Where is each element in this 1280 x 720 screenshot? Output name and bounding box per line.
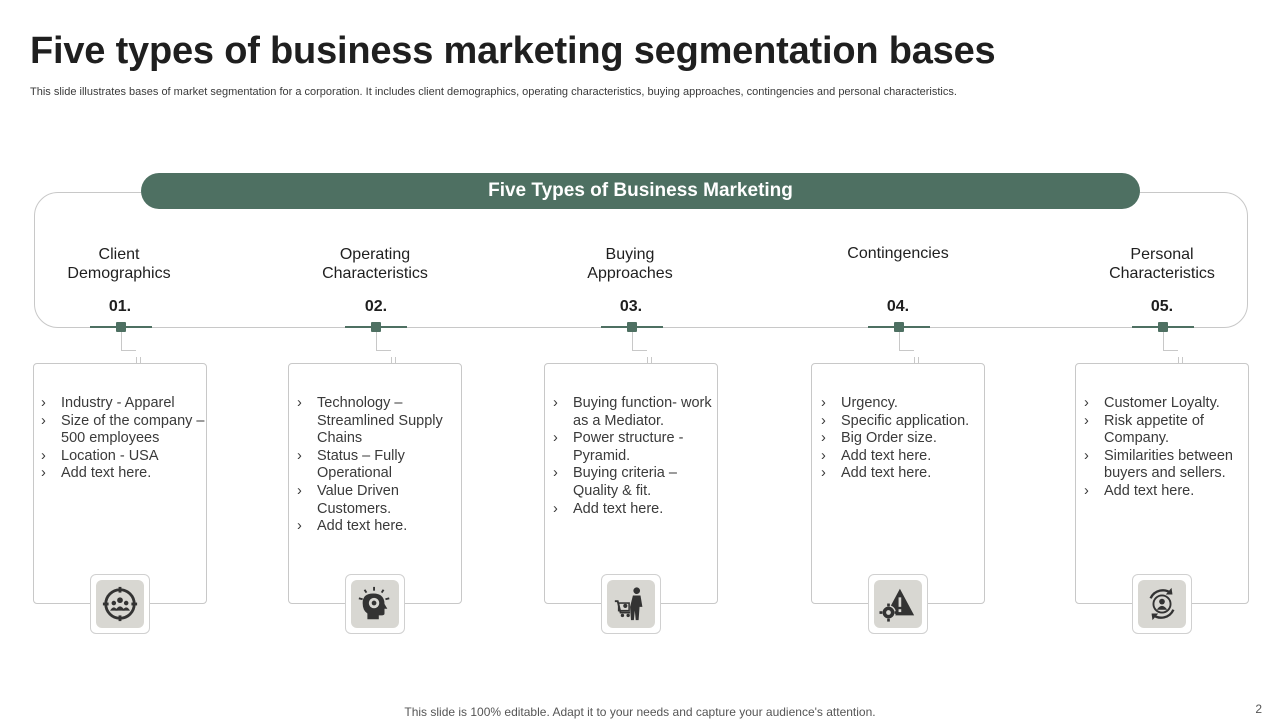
list-item: Risk appetite of Company. — [1084, 413, 1246, 448]
list-item: Buying criteria – Quality & fit. — [553, 465, 715, 500]
person-cycle-icon — [1149, 587, 1175, 621]
list-item: Location - USA — [41, 448, 205, 466]
shopper-cart-icon — [614, 587, 643, 621]
column-marker-dot — [627, 322, 637, 332]
column-number: 04. — [886, 298, 910, 315]
people-target-icon — [102, 586, 138, 622]
list-item: Similarities between buyers and sellers. — [1084, 448, 1246, 483]
list-item: Add text here. — [821, 448, 983, 466]
list-item: Add text here. — [821, 465, 983, 483]
list-item: Specific application. — [821, 413, 983, 431]
connector — [899, 332, 900, 350]
column-heading: Operating Characteristics — [322, 246, 428, 282]
page-number: 2 — [1255, 702, 1262, 716]
column-heading: Client Demographics — [67, 246, 171, 282]
head-gear-icon — [358, 586, 390, 620]
slide-subtitle: This slide illustrates bases of market s… — [30, 86, 957, 98]
column-heading: Buying Approaches — [587, 246, 673, 282]
list-item: Power structure - Pyramid. — [553, 430, 715, 465]
connector — [121, 332, 122, 350]
connector — [899, 350, 914, 351]
column-marker-dot — [1158, 322, 1168, 332]
connector — [121, 350, 136, 351]
column-icon-frame — [868, 574, 928, 634]
connector — [376, 350, 391, 351]
connector — [1163, 350, 1178, 351]
warning-gear-icon — [879, 588, 915, 622]
list-item: Buying function- work as a Mediator. — [553, 395, 715, 430]
column-bullet-list: Technology – Streamlined Supply Chains S… — [297, 395, 457, 536]
list-item: Size of the company – 500 employees — [41, 413, 205, 448]
column-number: 05. — [1150, 298, 1174, 315]
column-heading: Contingencies — [847, 245, 949, 262]
column-bullet-list: Urgency. Specific application. Big Order… — [821, 395, 983, 483]
connector — [632, 350, 647, 351]
column-bullet-list: Industry - Apparel Size of the company –… — [41, 395, 205, 483]
column-icon-frame — [345, 574, 405, 634]
list-item: Technology – Streamlined Supply Chains — [297, 395, 457, 448]
column-icon-frame — [1132, 574, 1192, 634]
column-bullet-list: Customer Loyalty. Risk appetite of Compa… — [1084, 395, 1246, 501]
list-item: Add text here. — [41, 465, 205, 483]
list-item: Add text here. — [553, 501, 715, 519]
column-marker-dot — [116, 322, 126, 332]
slide-title: Five types of business marketing segment… — [30, 30, 996, 72]
column-icon-frame — [90, 574, 150, 634]
column-marker-dot — [894, 322, 904, 332]
list-item: Add text here. — [1084, 483, 1246, 501]
column-number: 01. — [108, 298, 132, 315]
column-marker-dot — [371, 322, 381, 332]
list-item: Add text here. — [297, 518, 457, 536]
list-item: Value Driven Customers. — [297, 483, 457, 518]
column-icon-frame — [601, 574, 661, 634]
column-number: 03. — [619, 298, 643, 315]
connector — [632, 332, 633, 350]
list-item: Industry - Apparel — [41, 395, 205, 413]
connector — [1163, 332, 1164, 350]
connector — [376, 332, 377, 350]
column-heading: Personal Characteristics — [1109, 246, 1215, 282]
list-item: Customer Loyalty. — [1084, 395, 1246, 413]
column-bullet-list: Buying function- work as a Mediator. Pow… — [553, 395, 715, 518]
column-number: 02. — [364, 298, 388, 315]
list-item: Big Order size. — [821, 430, 983, 448]
footer-note: This slide is 100% editable. Adapt it to… — [404, 705, 876, 719]
list-item: Urgency. — [821, 395, 983, 413]
banner: Five Types of Business Marketing — [141, 173, 1140, 209]
list-item: Status – Fully Operational — [297, 448, 457, 483]
